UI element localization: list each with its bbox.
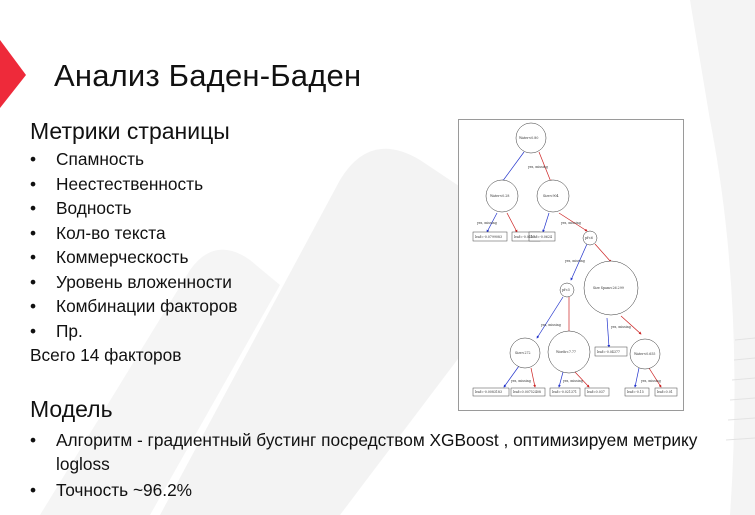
red-corner-accent: [0, 40, 26, 108]
metric-item: Кол-во текста: [30, 221, 237, 246]
metric-item: Комбинации факторов: [30, 294, 237, 319]
total-factors: Всего 14 факторов: [30, 345, 182, 365]
metric-item: Уровень вложенности: [30, 270, 237, 295]
slide-title: Анализ Баден-Баден: [54, 58, 362, 93]
metric-item: Коммерческость: [30, 245, 237, 270]
tree-node: Size<904: [543, 194, 559, 198]
metric-item: Неестественность: [30, 172, 237, 197]
tree-leaf: leaf=-0.0799083: [475, 235, 502, 239]
model-item: Алгоритм - градиентный бустинг посредств…: [30, 428, 745, 476]
edge-label: yes, missing: [564, 259, 585, 263]
tree-node: pf<5: [562, 288, 570, 292]
model-item: Точность ~96.2%: [30, 478, 745, 502]
tree-node: Words<7.77: [556, 350, 576, 354]
decision-tree-svg: yes, missing yes, missing yes, missing y…: [472, 122, 678, 397]
tree-node: Size Spam<26.299: [593, 286, 624, 290]
edge-label: yes, missing: [540, 323, 561, 327]
metrics-list: Спамность Неестественность Водность Кол-…: [30, 147, 237, 343]
tree-leaf: leaf=0.01: [657, 390, 673, 394]
edge-label: yes, missing: [560, 221, 581, 225]
tree-leaf: leaf=-0.15: [627, 390, 644, 394]
tree-node: pf<6: [585, 236, 593, 240]
edge-label: yes, missing: [610, 325, 631, 329]
edge-label: yes, missing: [562, 379, 583, 383]
edge-label: yes, missing: [510, 379, 531, 383]
edge-label: yes, missing: [476, 221, 497, 225]
tree-leaf: leaf=-0.0624: [531, 235, 552, 239]
metric-item: Спамность: [30, 147, 237, 172]
tree-leaf: leaf=-0.0083183: [475, 390, 502, 394]
decision-tree-figure: yes, missing yes, missing yes, missing y…: [458, 119, 684, 411]
tree-node: Size<272: [515, 351, 531, 355]
tree-node: Water<0.80: [519, 136, 538, 140]
right-edge-decoration: [690, 0, 755, 515]
tree-leaf: leaf=-0.021371: [552, 390, 577, 394]
tree-node: Water<0.655: [634, 352, 655, 356]
edge-label: yes, missing: [527, 165, 548, 169]
model-heading: Модель: [30, 396, 113, 422]
edge-label: yes, missing: [640, 379, 661, 383]
metric-item: Водность: [30, 196, 237, 221]
model-list: Алгоритм - градиентный бустинг посредств…: [30, 428, 745, 502]
metrics-heading: Метрики страницы: [30, 118, 230, 144]
tree-leaf: leaf=-0.04377: [597, 350, 620, 354]
tree-node: Water<0.28: [490, 194, 509, 198]
tree-leaf: leaf=0.037: [587, 390, 605, 394]
metric-item: Пр.: [30, 319, 237, 344]
tree-leaf: leaf=0.00752408: [513, 390, 541, 394]
tree-leaf: leaf=-0.0417: [514, 235, 535, 239]
